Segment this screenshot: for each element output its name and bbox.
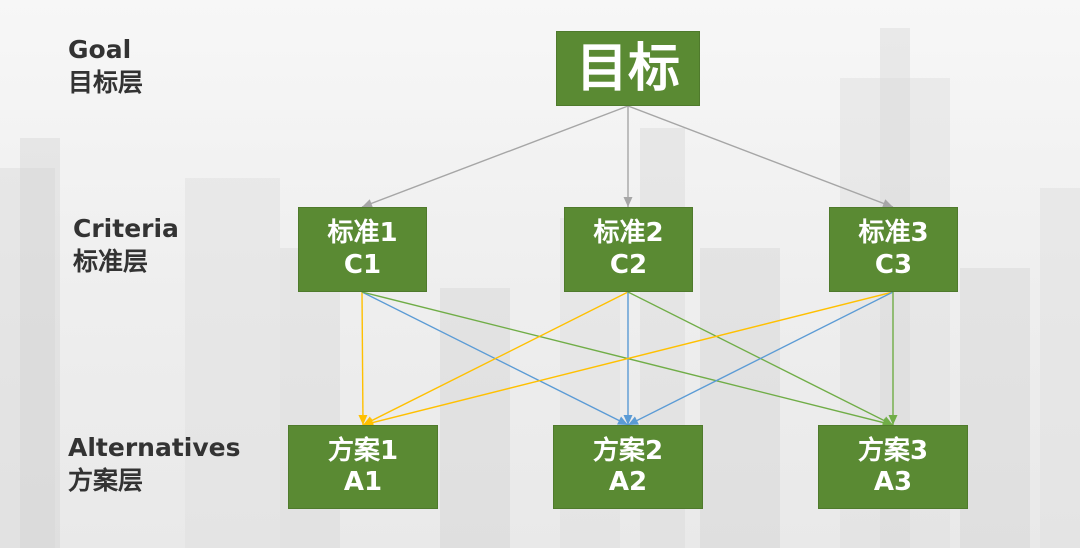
- alternative-node-a3-code: A3: [873, 467, 913, 497]
- skyline-building: [185, 178, 280, 548]
- edge-goal-c3: [627, 105, 894, 208]
- edge-arrowhead-c2-a2: [623, 415, 633, 425]
- layer-label-criteria-zh: 标准层: [73, 246, 149, 276]
- layer-label-alternatives-en: Alternatives: [68, 433, 241, 462]
- alternative-node-a2: 方案2 A2: [553, 425, 703, 509]
- edge-arrowhead-goal-c1: [362, 199, 373, 208]
- edge-goal-c1: [361, 105, 629, 208]
- edge-arrowhead-c3-a3: [888, 415, 898, 425]
- alternative-node-a2-code: A2: [608, 467, 648, 497]
- edge-arrowhead-c1-a2: [617, 416, 628, 425]
- edge-c1-a1: [361, 291, 364, 426]
- skyline-building: [0, 168, 55, 548]
- alternative-node-a1-code: A1: [343, 467, 383, 497]
- skyline-building: [440, 288, 510, 548]
- edge-c2-a1: [362, 291, 629, 426]
- criterion-node-c1: 标准1 C1: [298, 207, 427, 292]
- criterion-node-c2-code: C2: [609, 249, 648, 280]
- criterion-node-c2-label: 标准2: [593, 218, 664, 249]
- edge-c3-a1: [362, 291, 894, 426]
- criterion-node-c3: 标准3 C3: [829, 207, 958, 292]
- alternative-node-a3: 方案3 A3: [818, 425, 968, 509]
- criterion-node-c2: 标准2 C2: [564, 207, 693, 292]
- criterion-node-c3-label: 标准3: [858, 218, 929, 249]
- layer-label-goal: Goal 目标层: [68, 34, 143, 99]
- layer-label-alternatives-zh: 方案层: [68, 465, 144, 495]
- edge-arrowhead-c3-a1: [363, 418, 374, 427]
- edge-arrowhead-goal-c2: [623, 197, 633, 207]
- alternative-node-a3-label: 方案3: [857, 435, 929, 466]
- criterion-node-c1-label: 标准1: [327, 218, 398, 249]
- alternative-node-a1-label: 方案1: [327, 435, 399, 466]
- layer-label-criteria: Criteria 标准层: [73, 213, 179, 278]
- layer-label-criteria-en: Criteria: [73, 214, 179, 243]
- layer-label-goal-zh: 目标层: [68, 67, 144, 97]
- goal-node-label: 目标: [575, 38, 680, 99]
- edge-arrowhead-c3-a2: [628, 416, 639, 425]
- alternative-node-a1: 方案1 A1: [288, 425, 438, 509]
- alternative-node-a2-label: 方案2: [592, 435, 664, 466]
- goal-node: 目标: [556, 31, 700, 106]
- edge-arrowhead-c2-a3: [882, 416, 893, 425]
- skyline-building: [960, 268, 1030, 548]
- skyline-building: [20, 138, 60, 548]
- edge-arrowhead-goal-c3: [882, 199, 893, 208]
- skyline-building: [700, 248, 780, 548]
- skyline-building: [1040, 188, 1080, 548]
- edge-arrowhead-c1-a1: [358, 414, 368, 425]
- layer-label-alternatives: Alternatives 方案层: [68, 432, 240, 497]
- edge-c3-a2: [627, 291, 894, 426]
- criterion-node-c1-code: C1: [343, 249, 382, 280]
- layer-label-goal-en: Goal: [68, 35, 132, 64]
- criterion-node-c3-code: C3: [874, 249, 913, 280]
